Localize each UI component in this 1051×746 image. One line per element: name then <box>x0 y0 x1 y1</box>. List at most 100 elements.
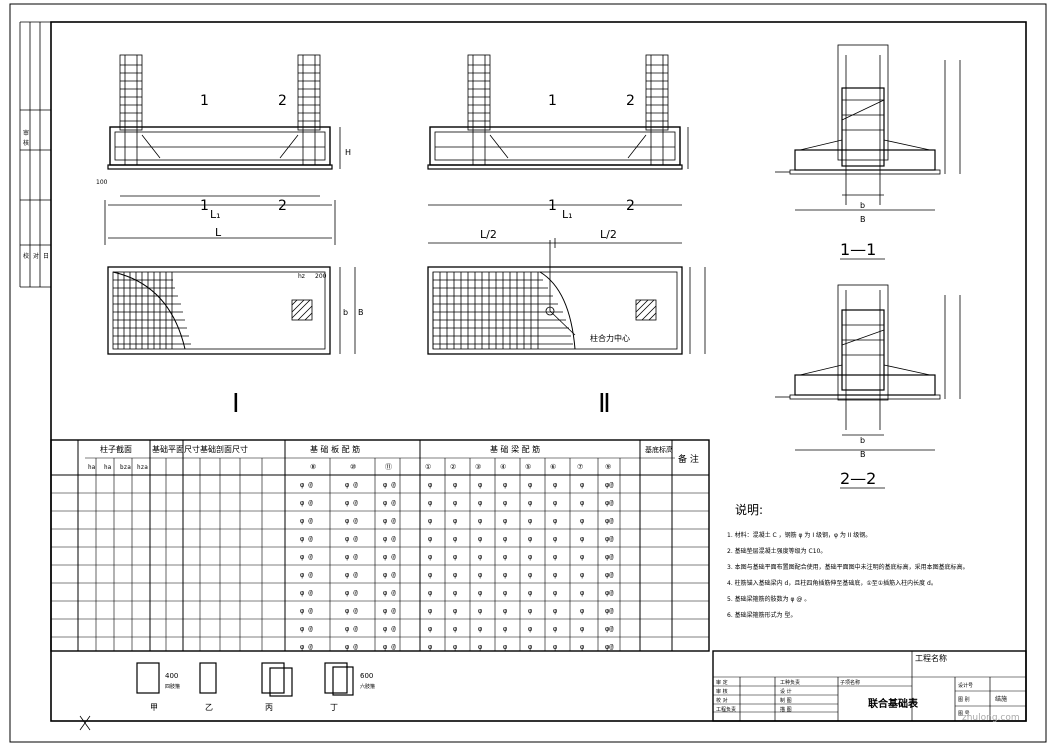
tb-mid-4: 描 图 <box>780 706 792 713</box>
table-cell-rebar: φ @ <box>383 499 396 507</box>
plan-II <box>427 240 706 355</box>
stirrup-label-2: 乙 <box>205 703 213 712</box>
table-cell-rebar: φ <box>478 589 482 597</box>
view-roman-I: Ⅰ <box>232 389 240 419</box>
table-cell-rebar: φ <box>453 499 457 507</box>
dim-200-label: 200 <box>315 273 327 280</box>
table-cell-rebar: φ <box>528 553 532 561</box>
notes-title: 说明: <box>735 502 763 517</box>
th-sub-1: ha <box>88 464 96 471</box>
table-cell-rebar: φ <box>478 553 482 561</box>
stirrup-label-4: 丁 <box>330 703 338 712</box>
th-sub-12: ⑤ <box>525 463 531 471</box>
table-cell-rebar: φ @ <box>300 589 313 597</box>
table-cell-rebar: φ <box>428 553 432 561</box>
table-cell-rebar: φ <box>580 499 584 507</box>
table-cell-rebar: φ @ <box>345 643 358 651</box>
table-cell-rebar: φ <box>428 481 432 489</box>
th-sub-9: ② <box>450 463 456 471</box>
tb-jieshi: 结施 <box>995 695 1007 703</box>
dim-L-label: L <box>215 226 222 239</box>
th-base-level: 基底标高 <box>645 445 673 454</box>
dim-half-left: L/2 <box>480 228 497 241</box>
section-2-2 <box>775 284 961 451</box>
table-cell-rebar: φ @ <box>300 571 313 579</box>
table-cell-rebar: φ <box>428 625 432 633</box>
table-cell-rebar: φ @ <box>345 607 358 615</box>
cut-1-top: 1 <box>200 93 209 109</box>
table-cell-rebar: φ @ <box>345 553 358 561</box>
table-cell-rebar: φ <box>553 643 557 651</box>
table-cell-rebar: φ@ <box>605 589 614 597</box>
note-2: 2. 基础垫层混凝土强度等级为 C10。 <box>727 547 826 555</box>
tb-drawing-title: 联合基础表 <box>868 697 919 710</box>
plan-I <box>107 266 356 355</box>
cut-2-bottom-2: 2 <box>626 198 635 214</box>
table-cell-rebar: φ <box>528 589 532 597</box>
table-cell-rebar: φ <box>503 643 507 651</box>
table-cell-rebar: φ <box>428 643 432 651</box>
cut-1-bottom-2: 1 <box>548 198 557 214</box>
th-sub-2: ha <box>104 464 112 471</box>
table-cell-rebar: φ <box>580 643 584 651</box>
outer-frame <box>9 3 1047 743</box>
table-cell-rebar: φ <box>503 607 507 615</box>
centroid-note: 柱合力中心 <box>590 333 630 343</box>
table-cell-rebar: φ @ <box>383 589 396 597</box>
tb-mid-2: 设 计 <box>780 688 792 695</box>
table-cell-rebar: φ@ <box>605 517 614 525</box>
table-cell-rebar: φ@ <box>605 571 614 579</box>
tb-mid-3: 制 图 <box>780 697 792 704</box>
table-cell-rebar: φ@ <box>605 535 614 543</box>
table-cell-rebar: φ @ <box>383 643 396 651</box>
schedule-table <box>50 439 710 652</box>
margin-label-1: 审 <box>23 129 29 137</box>
table-cell-rebar: φ@ <box>605 643 614 651</box>
table-cell-rebar: φ <box>503 589 507 597</box>
tb-left-1: 审 定 <box>716 679 728 686</box>
table-cell-rebar: φ <box>503 499 507 507</box>
table-cell-rebar: φ <box>428 571 432 579</box>
note-3: 3. 本图与基础平面布置图配合使用，基础平面图中未注明的基底标高，采用本图基底标… <box>727 563 969 571</box>
table-cell-rebar: φ <box>503 553 507 561</box>
th-column: 柱子截面 <box>100 444 132 454</box>
title-block <box>712 650 1027 722</box>
table-cell-rebar: φ @ <box>300 553 313 561</box>
dim-100-left: 100 <box>96 179 108 186</box>
th-section-size: 基础剖面尺寸 <box>200 444 248 454</box>
table-cell-rebar: φ <box>453 607 457 615</box>
th-sub-8: ① <box>425 463 431 471</box>
margin-label-4: 对 <box>33 252 39 260</box>
th-sub-6: ⑩ <box>350 463 356 471</box>
table-cell-rebar: φ @ <box>300 535 313 543</box>
tb-right-1: 设计号 <box>958 682 973 689</box>
table-cell-rebar: φ@ <box>605 625 614 633</box>
table-cell-rebar: φ@ <box>605 481 614 489</box>
table-cell-rebar: φ <box>453 589 457 597</box>
table-cell-rebar: φ <box>478 571 482 579</box>
watermark: zhulong.com <box>962 713 1020 723</box>
stirrup-dim-b: 600 <box>360 672 373 680</box>
th-plan-size: 基础平面尺寸 <box>152 444 200 454</box>
th-sub-15: ⑨ <box>605 463 611 471</box>
elevation-I <box>104 54 341 245</box>
table-cell-rebar: φ @ <box>345 625 358 633</box>
table-cell-rebar: φ <box>478 625 482 633</box>
table-cell-rebar: φ <box>528 625 532 633</box>
tb-left-2: 审 核 <box>716 688 728 695</box>
th-sub-14: ⑦ <box>577 463 583 471</box>
table-cell-rebar: φ <box>580 553 584 561</box>
table-cell-rebar: φ <box>553 499 557 507</box>
stirrup-dim-a: 400 <box>165 672 178 680</box>
table-cell-rebar: φ <box>528 571 532 579</box>
table-cell-rebar: φ <box>503 517 507 525</box>
table-cell-rebar: φ <box>453 481 457 489</box>
table-cell-rebar: φ <box>528 481 532 489</box>
margin-label-2: 核 <box>23 139 29 147</box>
th-sub-5: ⑧ <box>310 463 316 471</box>
cut-2-top-2: 2 <box>626 93 635 109</box>
table-cell-rebar: φ @ <box>300 625 313 633</box>
table-cell-rebar: φ <box>553 517 557 525</box>
table-cell-rebar: φ <box>428 535 432 543</box>
